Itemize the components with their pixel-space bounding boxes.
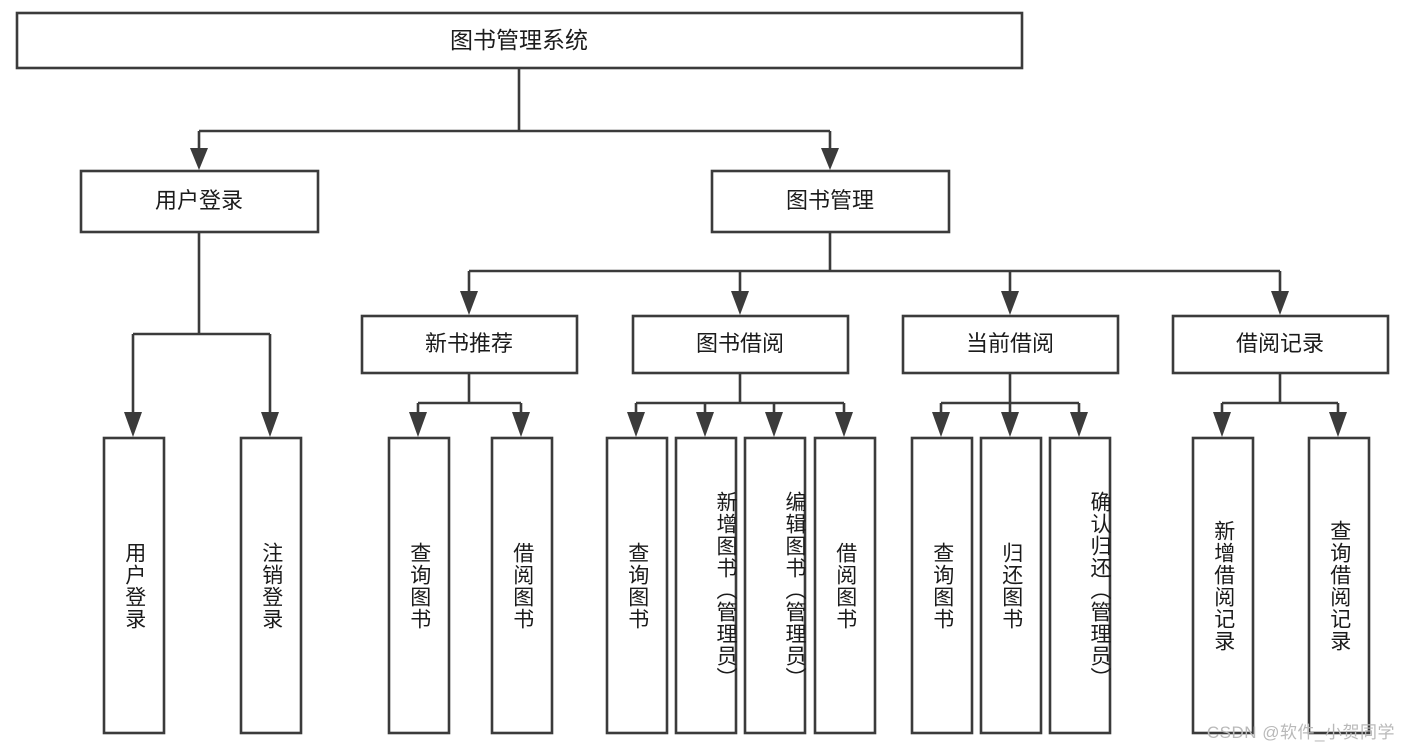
node-new-book-recommend[interactable]: 新书推荐 bbox=[360, 314, 579, 375]
arrowhead-leaf-bookborrow-1 bbox=[627, 412, 645, 437]
node-current-borrow-box[interactable] bbox=[901, 314, 1120, 375]
leaf-box-borrowrecord-1[interactable] bbox=[1191, 436, 1255, 735]
connector-layer bbox=[124, 68, 1347, 437]
leaf-box-currentborrow-1[interactable] bbox=[910, 436, 974, 735]
arrowhead-leaf-newbook-2 bbox=[512, 412, 530, 437]
node-user-login-box[interactable] bbox=[79, 169, 320, 234]
node-new-book-recommend-label: 新书推荐 bbox=[425, 331, 513, 356]
arrowhead-leaf-user-login-2 bbox=[261, 412, 279, 437]
arrowhead-borrow-record bbox=[1271, 291, 1289, 315]
leaf-box-bookborrow-3[interactable] bbox=[743, 436, 807, 735]
node-user-login[interactable]: 用户登录 bbox=[79, 169, 320, 234]
node-root[interactable]: 图书管理系统 bbox=[15, 11, 1024, 70]
node-root-box[interactable] bbox=[15, 11, 1024, 70]
arrowhead-user-login bbox=[190, 148, 208, 170]
arrowhead-book-borrow bbox=[731, 291, 749, 315]
leaf-box-newbook-1[interactable] bbox=[387, 436, 451, 735]
leaf-box-bookborrow-1[interactable] bbox=[605, 436, 669, 735]
arrowhead-leaf-bookborrow-2 bbox=[696, 412, 714, 437]
node-book-borrow[interactable]: 图书借阅 bbox=[631, 314, 850, 375]
node-new-book-recommend-box[interactable] bbox=[360, 314, 579, 375]
leaf-box-borrowrecord-2[interactable] bbox=[1307, 436, 1371, 735]
node-book-borrow-box[interactable] bbox=[631, 314, 850, 375]
node-root-label: 图书管理系统 bbox=[450, 27, 588, 53]
leaf-box-currentborrow-3[interactable] bbox=[1048, 436, 1112, 735]
node-book-management[interactable]: 图书管理 bbox=[710, 169, 951, 234]
arrowhead-current-borrow bbox=[1001, 291, 1019, 315]
arrowhead-leaf-currentborrow-3 bbox=[1070, 412, 1088, 437]
leaf-box-newbook-2[interactable] bbox=[490, 436, 554, 735]
leaf-box-currentborrow-2[interactable] bbox=[979, 436, 1043, 735]
node-book-borrow-label: 图书借阅 bbox=[696, 331, 784, 356]
leaf-box-bookborrow-4[interactable] bbox=[813, 436, 877, 735]
node-borrow-record-label: 借阅记录 bbox=[1236, 331, 1324, 356]
arrowhead-leaf-bookborrow-4 bbox=[835, 412, 853, 437]
node-borrow-record-box[interactable] bbox=[1171, 314, 1390, 375]
leaf-box-bookborrow-2[interactable] bbox=[674, 436, 738, 735]
arrowhead-leaf-currentborrow-1 bbox=[932, 412, 950, 437]
arrowhead-leaf-borrowrecord-1 bbox=[1213, 412, 1231, 437]
arrowhead-leaf-borrowrecord-2 bbox=[1329, 412, 1347, 437]
arrowhead-new-book bbox=[460, 291, 478, 315]
node-current-borrow[interactable]: 当前借阅 bbox=[901, 314, 1120, 375]
leaf-box-user-login-1[interactable] bbox=[102, 436, 166, 735]
watermark-text: CSDN @软件_小贺同学 bbox=[1206, 723, 1395, 742]
node-book-management-label: 图书管理 bbox=[786, 188, 874, 213]
leaf-box-user-login-2[interactable] bbox=[239, 436, 303, 735]
node-user-login-label: 用户登录 bbox=[155, 188, 243, 213]
arrowhead-book-mgmt bbox=[821, 148, 839, 170]
arrowhead-leaf-bookborrow-3 bbox=[765, 412, 783, 437]
node-book-management-box[interactable] bbox=[710, 169, 951, 234]
arrowhead-leaf-newbook-1 bbox=[409, 412, 427, 437]
arrowhead-leaf-currentborrow-2 bbox=[1001, 412, 1019, 437]
node-current-borrow-label: 当前借阅 bbox=[966, 331, 1054, 356]
node-borrow-record[interactable]: 借阅记录 bbox=[1171, 314, 1390, 375]
arrowhead-leaf-user-login-1 bbox=[124, 412, 142, 437]
leaf-boxes bbox=[102, 436, 1371, 735]
